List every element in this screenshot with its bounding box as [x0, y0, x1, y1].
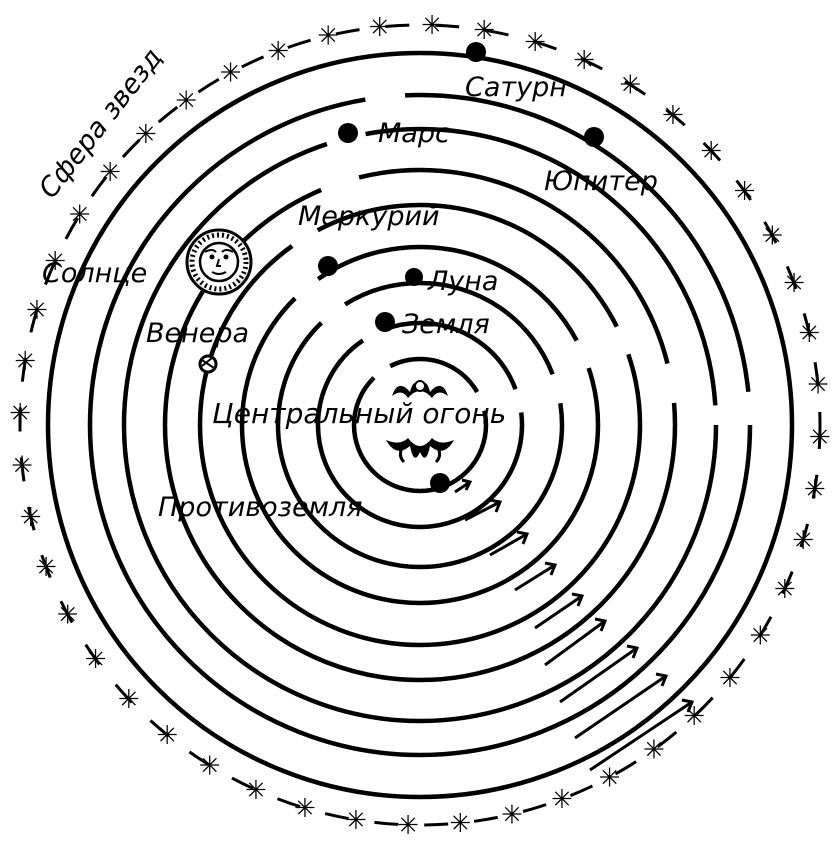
label-mars: Марс [378, 118, 450, 149]
label-jupiter: Юпитер [544, 166, 658, 197]
label-saturn: Сатурн [465, 72, 567, 103]
star-icon: ✳ [44, 247, 66, 277]
star-icon: ✳ [501, 800, 523, 830]
flame-icon [386, 380, 454, 464]
counter-earth-planet [430, 473, 450, 493]
label-sun: Солнце [42, 258, 147, 289]
star-icon: ✳ [397, 811, 419, 841]
star-icon: ✳ [804, 475, 826, 505]
star-icon: ✳ [798, 319, 820, 349]
star-icon: ✳ [749, 621, 771, 651]
label-counter-earth: Противоземля [158, 492, 363, 523]
star-icon: ✳ [551, 785, 573, 815]
orbit-saturn [45, 50, 795, 800]
star-icon: ✳ [9, 399, 31, 429]
label-earth: Земля [402, 309, 490, 340]
star-icon: ✳ [807, 371, 829, 401]
motion-arrows [454, 478, 695, 772]
star-icon: ✳ [643, 736, 665, 766]
star-icon: ✳ [69, 201, 91, 231]
sphere-of-stars-ring [18, 23, 822, 827]
moon-body [405, 268, 423, 286]
star-icon: ✳ [700, 137, 722, 167]
jupiter-planet [584, 127, 604, 147]
star-icon: ✳ [199, 751, 221, 781]
mars-planet [338, 123, 358, 143]
star-icon: ✳ [35, 553, 57, 583]
earth-planet [375, 312, 395, 332]
orbit-sun [162, 167, 678, 683]
star-icon: ✳ [11, 451, 33, 481]
saturn-planet [466, 42, 486, 62]
stars-group: ✳✳✳✳✳✳✳✳✳✳✳✳✳✳✳✳✳✳✳✳✳✳✳✳✳✳✳✳✳✳✳✳✳✳✳✳✳✳✳✳… [9, 11, 830, 841]
star-icon: ✳ [135, 120, 157, 150]
label-central-fire: Центральный огонь [212, 397, 506, 430]
star-icon: ✳ [85, 645, 107, 675]
star-icon: ✳ [20, 503, 42, 533]
orbit-earth [315, 320, 525, 530]
orbit-jupiter [87, 92, 753, 758]
star-icon: ✳ [345, 806, 367, 836]
star-icon: ✳ [156, 721, 178, 751]
star-icon: ✳ [719, 664, 741, 694]
orbit-venus [197, 202, 643, 648]
star-icon: ✳ [245, 776, 267, 806]
star-icon: ✳ [792, 526, 814, 556]
star-icon: ✳ [783, 269, 805, 299]
star-icon: ✳ [421, 11, 443, 41]
star-icon: ✳ [524, 28, 546, 58]
star-icon: ✳ [599, 763, 621, 793]
star-icon: ✳ [57, 601, 79, 631]
star-icon: ✳ [175, 87, 197, 117]
star-icon: ✳ [294, 794, 316, 824]
label-venus: Венера [146, 318, 249, 349]
label-mercury: Меркурий [298, 201, 440, 232]
star-icon: ✳ [619, 71, 641, 101]
star-icon: ✳ [774, 575, 796, 605]
star-icon: ✳ [14, 347, 36, 377]
star-icon: ✳ [220, 59, 242, 89]
star-icon: ✳ [809, 423, 831, 453]
star-icon: ✳ [118, 685, 140, 715]
sun-face-icon [185, 228, 253, 296]
orbit-counter-earth [351, 356, 489, 494]
star-icon: ✳ [369, 13, 391, 43]
star-icon: ✳ [317, 22, 339, 52]
star-icon: ✳ [473, 16, 495, 46]
star-icon: ✳ [761, 222, 783, 252]
star-icon: ✳ [449, 809, 471, 839]
star-icon: ✳ [662, 101, 684, 131]
star-icon: ✳ [267, 37, 289, 67]
star-icon: ✳ [26, 296, 48, 326]
label-moon: Луна [427, 266, 498, 297]
orbit-mars [121, 126, 719, 724]
orbit-mercury [239, 244, 601, 606]
star-icon: ✳ [573, 46, 595, 76]
mercury-planet [318, 256, 338, 276]
venus-planet [198, 354, 218, 374]
star-icon: ✳ [99, 158, 121, 188]
star-icon: ✳ [734, 177, 756, 207]
